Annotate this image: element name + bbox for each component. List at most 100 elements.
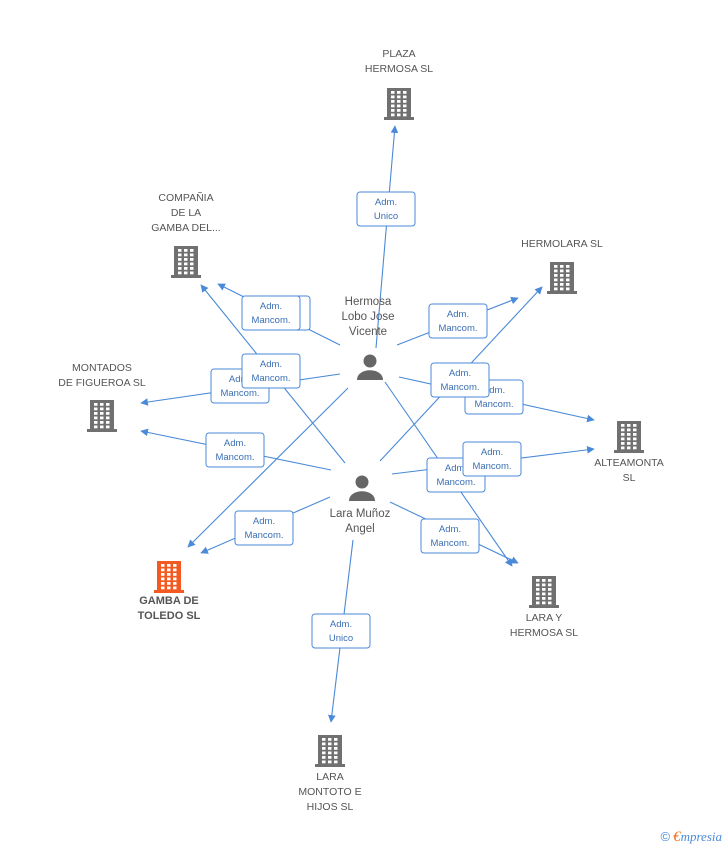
edge-label-p1-hermolara[interactable]: Adm.Mancom. bbox=[428, 303, 488, 339]
edge-labels-layer: Adm.UnicoAdm.Mancom.Adm.Mancom.Adm.Manco… bbox=[205, 191, 524, 649]
edge-label-p2-compania[interactable]: Adm.Mancom. bbox=[241, 295, 301, 331]
edge-label-box bbox=[311, 613, 371, 649]
company-label: TOLEDO SL bbox=[138, 610, 201, 622]
edge-label-box bbox=[462, 441, 522, 477]
building-window bbox=[566, 287, 570, 291]
building-window bbox=[391, 109, 395, 112]
building-window bbox=[161, 586, 165, 590]
edge-label-p1-plaza[interactable]: Adm.Unico bbox=[356, 191, 416, 227]
company-label: MONTADOS bbox=[72, 362, 132, 374]
building-window bbox=[334, 747, 338, 750]
building-window bbox=[548, 579, 552, 582]
building-window bbox=[328, 751, 332, 755]
edge-line-p1-plaza bbox=[375, 125, 399, 349]
building-window bbox=[184, 262, 188, 266]
building-window bbox=[536, 597, 540, 600]
company-node-hermolara[interactable]: HERMOLARA SL bbox=[521, 238, 603, 294]
building-base bbox=[154, 590, 184, 593]
building-window bbox=[100, 412, 104, 415]
edge-label-p2-alteamonta[interactable]: Adm.Mancom. bbox=[462, 441, 522, 477]
building-window bbox=[173, 582, 177, 585]
building-window bbox=[621, 433, 625, 436]
building-window bbox=[403, 104, 407, 108]
edge-label-text: Mancom. bbox=[440, 382, 479, 393]
building-icon bbox=[384, 88, 414, 120]
building-window bbox=[184, 249, 188, 252]
building-window bbox=[554, 287, 558, 291]
brand-initial: € bbox=[673, 829, 681, 845]
person-label: Angel bbox=[345, 523, 374, 535]
person-icon bbox=[349, 475, 375, 501]
building-window bbox=[542, 588, 546, 591]
edge-label-p2-gamba[interactable]: Adm.Mancom. bbox=[234, 510, 294, 546]
edge-label-text: Mancom. bbox=[251, 373, 290, 384]
building-window bbox=[627, 428, 631, 432]
building-window bbox=[178, 267, 182, 270]
building-window bbox=[633, 428, 637, 432]
building-window bbox=[100, 407, 104, 411]
edge-label-text: Mancom. bbox=[251, 315, 290, 326]
building-window bbox=[167, 573, 171, 576]
building-window bbox=[633, 442, 637, 445]
building-window bbox=[100, 416, 104, 420]
company-label: HIJOS SL bbox=[307, 801, 354, 813]
building-window bbox=[542, 579, 546, 582]
building-window bbox=[621, 424, 625, 427]
building-window bbox=[173, 564, 177, 567]
edge-label-p1-gamba[interactable]: Adm.Mancom. bbox=[241, 353, 301, 389]
building-window bbox=[542, 597, 546, 600]
building-window bbox=[621, 428, 625, 432]
building-window bbox=[397, 100, 401, 103]
building-window bbox=[178, 249, 182, 252]
building-window bbox=[621, 446, 625, 450]
building-window bbox=[536, 601, 540, 605]
building-window bbox=[334, 760, 338, 764]
edge-label-p2-laramontoto[interactable]: Adm.Unico bbox=[311, 613, 371, 649]
person-head bbox=[355, 475, 369, 489]
building-window bbox=[554, 265, 558, 268]
edge-label-text: Adm. bbox=[445, 463, 467, 474]
footer-brand[interactable]: ©€mpresia bbox=[661, 829, 723, 846]
person-icon bbox=[357, 354, 383, 380]
edge-label-p2-montados[interactable]: Adm.Mancom. bbox=[205, 432, 265, 468]
building-window bbox=[322, 738, 326, 741]
building-window bbox=[161, 577, 165, 581]
building-window bbox=[560, 274, 564, 277]
building-window bbox=[566, 265, 570, 268]
person-label: Vicente bbox=[349, 326, 387, 338]
building-base bbox=[384, 117, 414, 120]
building-window bbox=[167, 577, 171, 581]
building-window bbox=[167, 582, 171, 585]
edge-label-p2-hermolara[interactable]: Adm.Mancom. bbox=[430, 362, 490, 398]
company-label: HERMOLARA SL bbox=[521, 238, 603, 250]
building-icon bbox=[171, 246, 201, 278]
building-window bbox=[536, 579, 540, 582]
building-window bbox=[621, 437, 625, 441]
building-window bbox=[633, 446, 637, 450]
building-window bbox=[403, 109, 407, 112]
building-window bbox=[322, 756, 326, 759]
edge-label-p2-laray[interactable]: Adm.Mancom. bbox=[420, 518, 480, 554]
building-window bbox=[173, 586, 177, 590]
edge-label-text: Unico bbox=[374, 211, 398, 222]
building-window bbox=[536, 583, 540, 587]
building-window bbox=[167, 564, 171, 567]
building-window bbox=[100, 403, 104, 406]
building-window bbox=[560, 269, 564, 273]
person-body bbox=[357, 370, 383, 380]
edge-label-text: Adm. bbox=[447, 309, 469, 320]
building-base bbox=[315, 764, 345, 767]
building-window bbox=[391, 100, 395, 103]
building-base bbox=[547, 291, 577, 294]
building-window bbox=[633, 437, 637, 441]
building-window bbox=[328, 760, 332, 764]
